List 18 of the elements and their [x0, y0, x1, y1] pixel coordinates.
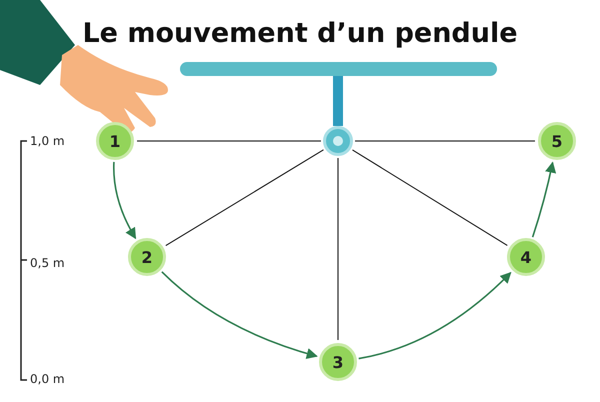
pendulum-bob: 4	[507, 238, 545, 276]
pivot-circle	[323, 126, 353, 156]
arrow	[532, 161, 556, 238]
string-line	[136, 140, 322, 142]
arrow	[358, 272, 512, 360]
string-line	[165, 149, 324, 246]
title: Le mouvement d’un pendule	[82, 18, 518, 49]
scale-label: 0,0 m	[30, 372, 65, 386]
arrow	[161, 271, 318, 359]
pendulum-bob: 3	[319, 343, 357, 381]
scale-label: 1,0 m	[30, 134, 65, 148]
string-line	[354, 140, 536, 142]
scale-label: 0,5 m	[30, 256, 65, 270]
pendulum-bob: 5	[538, 122, 576, 160]
string-line	[352, 149, 508, 246]
pendulum-bob: 2	[128, 238, 166, 276]
arrow	[113, 162, 136, 240]
pendulum-bob: 1	[96, 122, 134, 160]
